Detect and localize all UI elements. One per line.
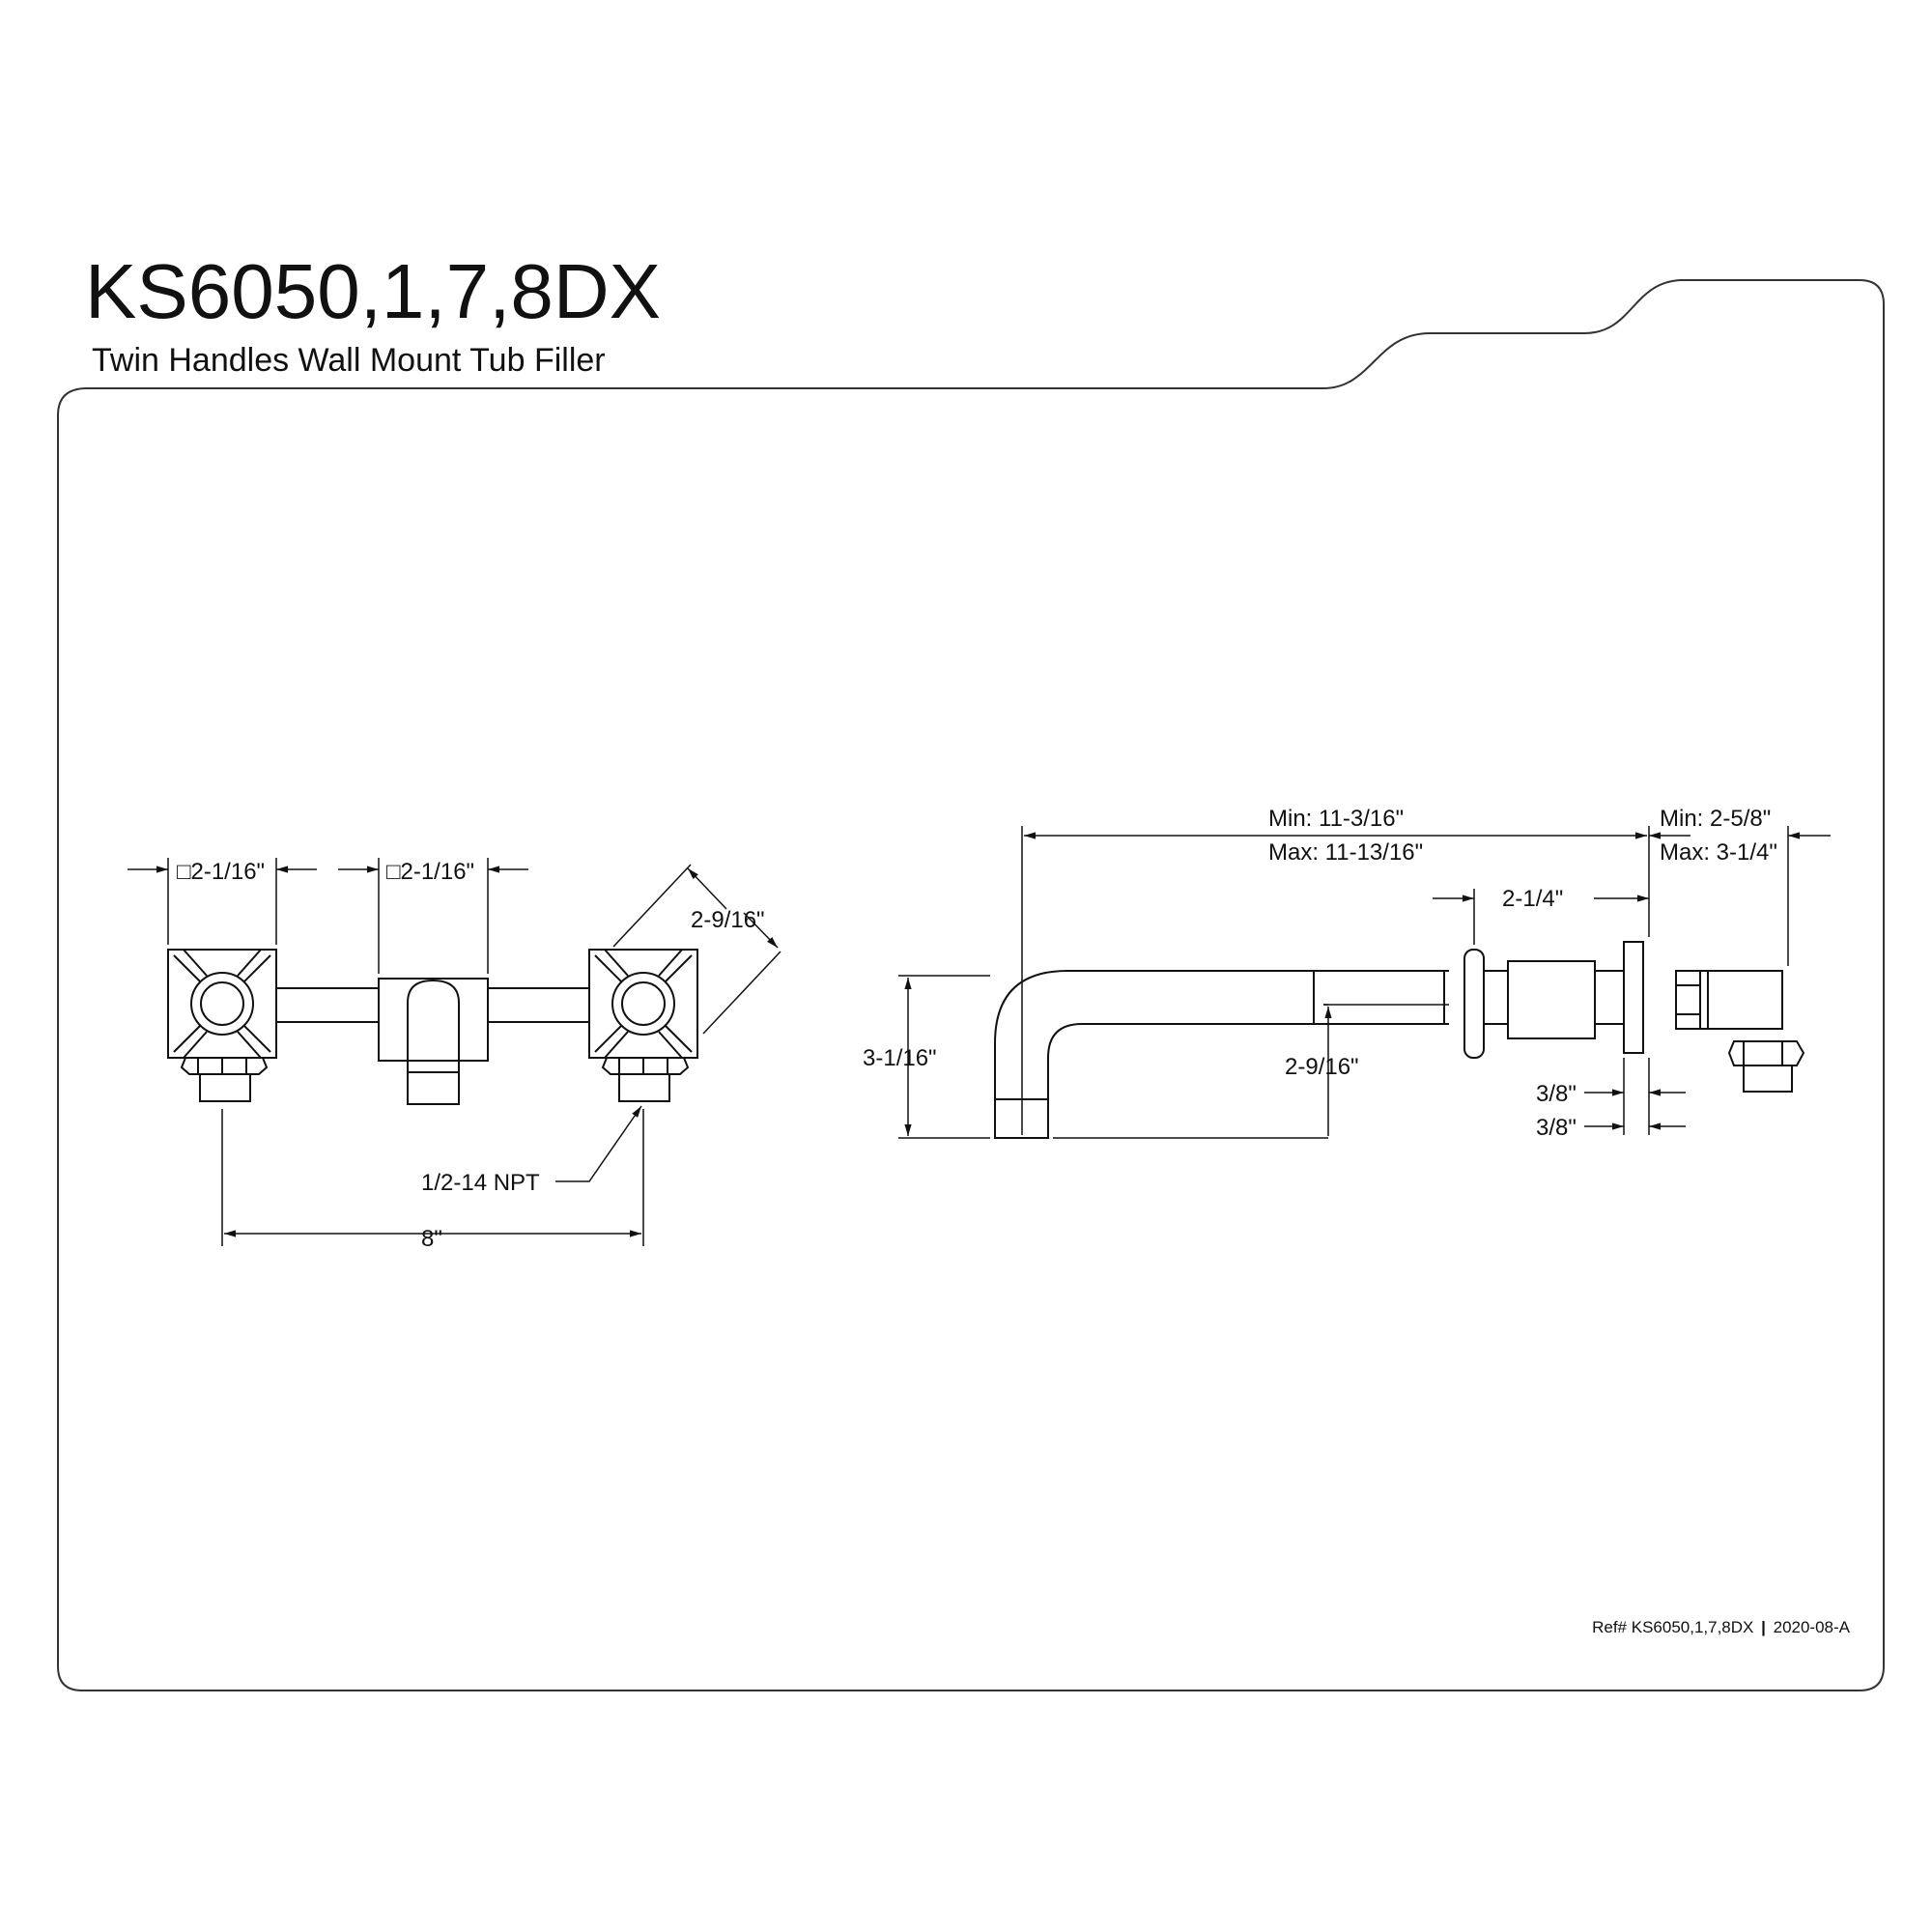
depth-max-label: Max: 3-1/4" xyxy=(1660,839,1777,866)
left-handle xyxy=(167,949,277,1102)
page-title: KS6050,1,7,8DX xyxy=(85,248,661,334)
page-subtitle: Twin Handles Wall Mount Tub Filler xyxy=(92,342,606,379)
ref-revision: 2020-08-A xyxy=(1773,1618,1850,1636)
ref-number: Ref# KS6050,1,7,8DX xyxy=(1592,1618,1754,1636)
side-dimensions xyxy=(898,826,1831,1139)
reference-footer: Ref# KS6050,1,7,8DX | 2020-08-A xyxy=(1592,1618,1850,1637)
flange-b-label: 3/8" xyxy=(1536,1115,1577,1141)
handle-diagonal-label: 2-9/16" xyxy=(691,907,765,933)
spout-width-label: □2-1/16" xyxy=(386,859,474,885)
thread-label: 1/2-14 NPT xyxy=(421,1170,540,1196)
right-handle xyxy=(588,949,698,1102)
outlet-height-label: 2-9/16" xyxy=(1285,1054,1359,1080)
front-dimensions xyxy=(128,858,781,1246)
spout-height-label: 3-1/16" xyxy=(863,1045,937,1071)
handle-width-label: □2-1/16" xyxy=(177,859,265,885)
depth-min-label: Min: 2-5/8" xyxy=(1660,806,1771,832)
ref-separator: | xyxy=(1761,1618,1766,1636)
spout-front xyxy=(378,978,489,1105)
handle-projection-label: 2-1/4" xyxy=(1502,886,1563,912)
side-view xyxy=(994,941,1805,1139)
sheet-frame xyxy=(57,279,1885,1691)
spout-side xyxy=(994,970,1449,1139)
wall-flange xyxy=(1623,941,1644,1054)
center-spacing-label: 8" xyxy=(421,1226,442,1252)
handle-side xyxy=(1463,949,1625,1059)
valve-body xyxy=(1675,970,1805,1093)
reach-min-label: Min: 11-3/16" xyxy=(1268,806,1404,832)
flange-a-label: 3/8" xyxy=(1536,1081,1577,1107)
reach-max-label: Max: 11-13/16" xyxy=(1268,839,1423,866)
front-view xyxy=(167,949,698,1105)
